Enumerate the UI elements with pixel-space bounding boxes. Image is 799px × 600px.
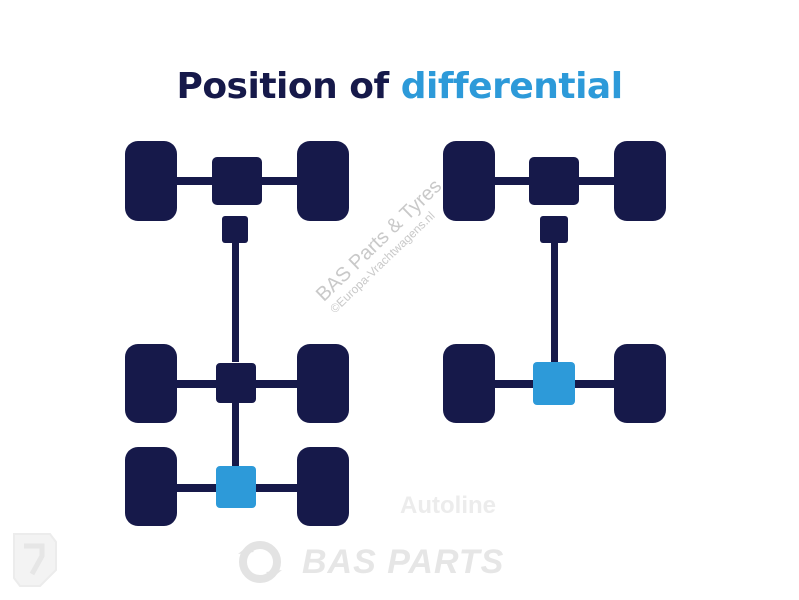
- wheel-icon: [443, 141, 495, 221]
- front-axle: [443, 141, 666, 243]
- bas-gear-logo-icon: [238, 541, 282, 583]
- wheel-icon: [614, 141, 666, 221]
- drive-shaft: [551, 240, 558, 365]
- drive-shaft: [232, 402, 239, 466]
- page-title: Position of differential: [0, 66, 799, 107]
- wheel-icon: [297, 447, 349, 526]
- two-axle-drivetrain: [443, 141, 666, 423]
- wheel-icon: [614, 344, 666, 423]
- highlighted-differential: [216, 466, 256, 508]
- three-axle-drivetrain: [125, 141, 349, 526]
- gearbox: [529, 157, 579, 205]
- rear-axle: [125, 447, 349, 526]
- gearbox: [212, 157, 262, 205]
- corner-logo-icon: [13, 533, 57, 587]
- title-part1: Position of: [176, 66, 389, 107]
- front-axle: [125, 141, 349, 243]
- highlighted-differential: [533, 362, 575, 405]
- autoline-watermark: Autoline: [400, 492, 496, 519]
- differential-box: [216, 363, 256, 403]
- rear-axle: [443, 344, 666, 423]
- drive-shaft: [232, 240, 239, 362]
- middle-axle: [125, 344, 349, 423]
- transfer-case: [222, 216, 248, 243]
- wheel-icon: [125, 447, 177, 526]
- wheel-icon: [125, 141, 177, 221]
- bas-parts-watermark: BAS PARTS: [302, 543, 505, 581]
- wheel-icon: [297, 141, 349, 221]
- wheel-icon: [443, 344, 495, 423]
- title-part2: differential: [400, 66, 623, 107]
- transfer-case: [540, 216, 568, 243]
- wheel-icon: [125, 344, 177, 423]
- wheel-icon: [297, 344, 349, 423]
